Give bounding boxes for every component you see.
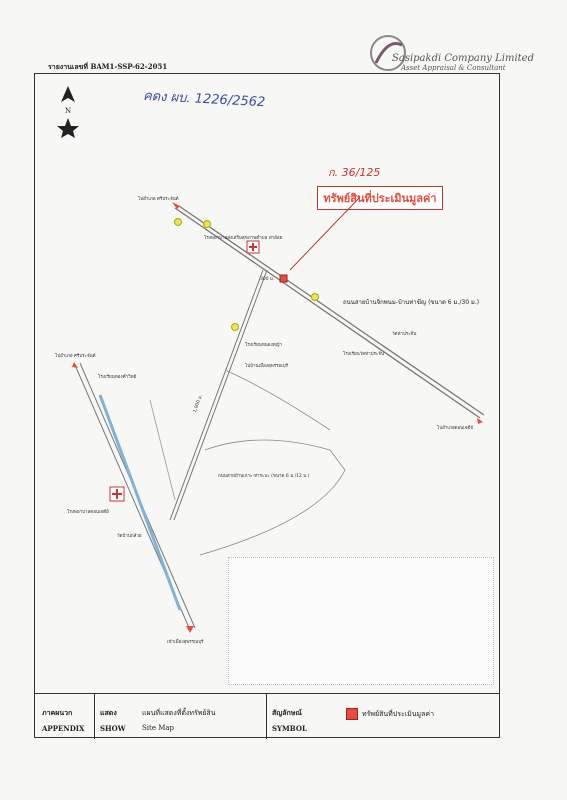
- map-blank-area: [228, 557, 494, 685]
- place-label: วัดบ้านกล้วย: [117, 534, 142, 539]
- place-label: โรงเรียนทองคำวิทย์: [98, 375, 137, 380]
- company-tagline: Asset Appraisal & Consultant: [401, 64, 506, 72]
- poi-marker: [203, 220, 211, 228]
- place-label: โรงพยาบาลดอนเจดีย์: [67, 510, 109, 515]
- place-label: ไปอำเภอ ศรีประจันต์: [138, 197, 179, 202]
- legend-symbol-th: สัญลักษณ์: [272, 708, 302, 717]
- place-label: ไปอำเภอ ศรีประจันต์: [55, 354, 96, 359]
- direction-arrow-icon: [477, 418, 483, 424]
- place-label: โรงเรียนหนองหญ้า: [245, 343, 282, 348]
- company-logo-icon: [370, 35, 406, 71]
- divider: [94, 694, 95, 739]
- legend-map-title-th: แผนที่แสดงที่ตั้งทรัพย์สิน: [142, 709, 216, 717]
- place-label: เข้าเมืองสุพรรณบุรี: [167, 640, 204, 645]
- direction-arrow-icon: [186, 626, 194, 633]
- direction-arrow-icon: [72, 362, 78, 368]
- legend-show-th: แสดง: [100, 708, 117, 717]
- target-symbol-icon: [346, 708, 358, 720]
- legend-symbol-label: ทรัพย์สินที่ประเมินมูลค่า: [362, 710, 435, 718]
- place-label: ไปบ้านเมืองสุพรรณบุรี: [245, 364, 288, 369]
- poi-marker: [231, 323, 239, 331]
- place-label: โรงพยาบาลส่งเสริมสุขภาพตำบล ท่าอ้อย: [204, 236, 283, 241]
- divider: [266, 694, 267, 739]
- road-label: ถนนสายบ้านจิกพนม-บ้านท่าฆีญ (ขนาด 6 ม./3…: [343, 299, 480, 306]
- company-name: Sasipakdi Company Limited: [392, 53, 534, 64]
- legend-appendix-en: APPENDIX: [42, 724, 85, 733]
- legend-map-title-en: Site Map: [142, 724, 175, 732]
- target-property-marker: [279, 274, 288, 283]
- legend-bar: ภาคผนวก APPENDIX แสดง SHOW แผนที่แสดงที่…: [34, 693, 500, 739]
- place-label: วัดท่าประจีน: [392, 332, 417, 337]
- distance-label: 300 ม.: [260, 277, 275, 282]
- report-number: รายงานเลขที่ BAM1-SSP-62-2051: [48, 62, 168, 71]
- poi-marker: [174, 218, 182, 226]
- legend-show-en: SHOW: [100, 724, 126, 733]
- north-arrow-icon: N: [57, 86, 79, 138]
- handwritten-ref: ก. 36/125: [328, 166, 381, 179]
- legend-symbol-en: SYMBOL: [272, 724, 307, 733]
- legend-appendix-th: ภาคผนวก: [42, 708, 73, 717]
- north-label: N: [65, 107, 71, 115]
- road-label: ถนนสายบ้านเกาะ-ท่าระบะ (ขนาด 6 ม./12 ม.): [218, 474, 310, 479]
- direction-arrow-icon: [172, 202, 180, 209]
- poi-marker: [311, 293, 319, 301]
- map-frame: [34, 73, 500, 738]
- place-label: โรงเรียนวัดท่าประจีน: [343, 352, 385, 357]
- target-property-label: ทรัพย์สินที่ประเมินมูลค่า: [317, 186, 443, 210]
- place-label: ไปอำเภอดอนเจดีย์: [437, 426, 473, 431]
